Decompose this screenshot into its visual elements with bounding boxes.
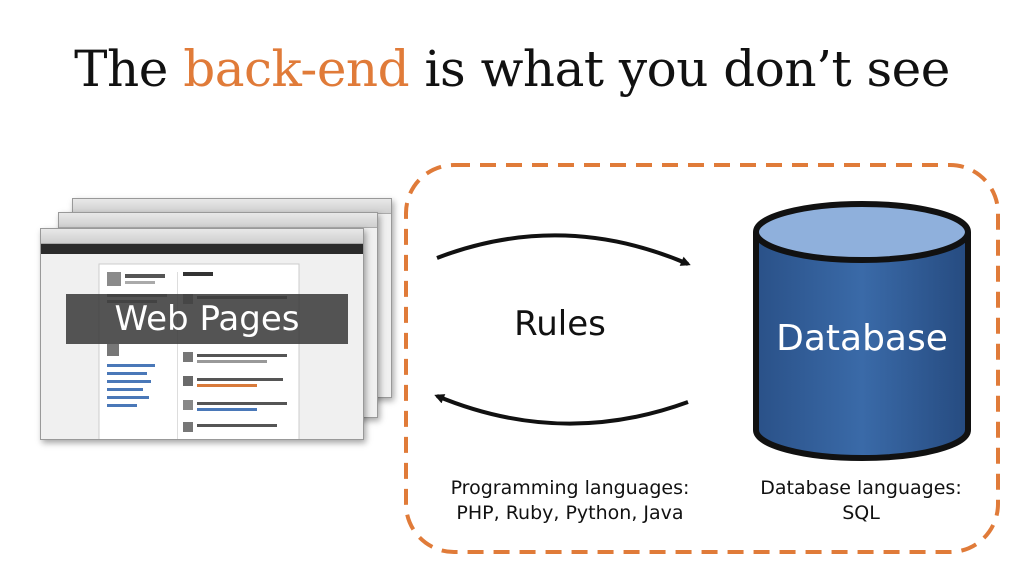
database-cylinder [753, 201, 971, 461]
programming-languages-heading: Programming languages: [450, 477, 690, 499]
slide-title: The back-end is what you don’t see [0, 40, 1024, 98]
arrow-to-database [436, 233, 691, 266]
arrow-to-webpages [434, 394, 689, 426]
page-content [98, 263, 300, 439]
title-prefix: The [74, 40, 184, 98]
database-languages: Database languages: SQL [730, 476, 992, 526]
programming-languages-list: PHP, Ruby, Python, Java [456, 502, 684, 524]
database-languages-heading: Database languages: [760, 477, 962, 499]
programming-languages: Programming languages: PHP, Ruby, Python… [414, 476, 726, 526]
webpages-label: Web Pages [66, 294, 348, 344]
database-label: Database [776, 318, 948, 359]
title-accent: back-end [183, 40, 410, 98]
rules-label: Rules [514, 304, 606, 344]
title-suffix: is what you don’t see [409, 40, 951, 98]
database-languages-list: SQL [842, 502, 880, 524]
